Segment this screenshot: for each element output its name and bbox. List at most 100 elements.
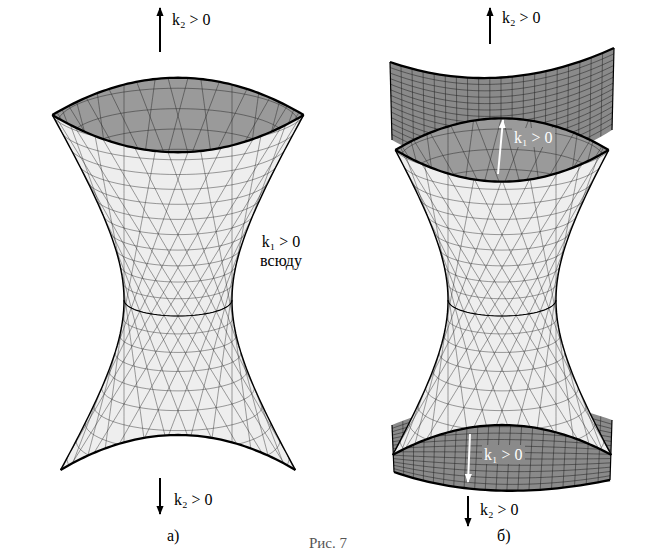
mesh-line xyxy=(352,484,653,529)
sheet-side xyxy=(390,62,392,140)
curvature-label: k₂ > 0 xyxy=(500,8,543,27)
mesh-line xyxy=(440,250,536,514)
mesh-line xyxy=(38,511,319,553)
mesh-line xyxy=(123,282,233,298)
mesh-line xyxy=(352,27,653,72)
mesh-line xyxy=(374,2,439,246)
mesh-line xyxy=(120,265,236,282)
mesh-line xyxy=(234,324,272,521)
mesh-line xyxy=(611,455,656,558)
mesh-line xyxy=(35,39,348,558)
mesh-line xyxy=(241,353,306,558)
mesh-line xyxy=(400,159,604,189)
panel-label: а) xyxy=(165,526,181,545)
mesh-line xyxy=(16,52,340,558)
mesh-line xyxy=(440,251,536,558)
mesh-line xyxy=(48,455,309,494)
mesh-line xyxy=(590,58,592,143)
mesh-line xyxy=(102,212,255,519)
mesh-line xyxy=(362,47,643,89)
mesh-line xyxy=(57,476,298,512)
mesh-line xyxy=(447,266,557,282)
sheet-side xyxy=(392,425,394,472)
mesh-line xyxy=(102,365,255,388)
mesh-line xyxy=(67,458,289,491)
mesh-line xyxy=(144,250,240,514)
mesh-line xyxy=(408,78,446,275)
mesh-line xyxy=(76,129,280,159)
mesh-line xyxy=(349,59,425,212)
mesh-line xyxy=(102,212,255,558)
mesh-line xyxy=(76,441,280,471)
mesh-line xyxy=(332,64,645,558)
mesh-line xyxy=(144,0,240,349)
mesh-line xyxy=(335,46,393,145)
mesh-line xyxy=(335,26,393,145)
mesh-line xyxy=(102,388,255,411)
mesh-line xyxy=(556,300,557,558)
mesh-line xyxy=(71,149,292,558)
mesh-line xyxy=(426,0,579,388)
mesh-line xyxy=(122,279,167,558)
mesh-line xyxy=(28,27,329,72)
mesh-line xyxy=(412,69,414,151)
mesh-line xyxy=(84,325,122,558)
mesh-line xyxy=(8,33,321,536)
mesh-line xyxy=(287,26,345,145)
mesh-line xyxy=(611,46,656,145)
mesh-line xyxy=(426,212,579,235)
mesh-line xyxy=(144,251,240,558)
mesh-line xyxy=(349,13,424,208)
mesh-line xyxy=(556,84,557,300)
mesh-line xyxy=(57,440,298,476)
mesh-line xyxy=(444,335,560,352)
mesh-line xyxy=(35,64,348,558)
mesh-line xyxy=(11,26,69,145)
mesh-line xyxy=(359,8,656,558)
mesh-line xyxy=(565,353,630,558)
mesh-line xyxy=(28,71,329,116)
mesh-line xyxy=(558,78,596,275)
mesh-line xyxy=(418,381,587,406)
rim-line xyxy=(61,435,296,470)
mesh-line xyxy=(94,169,263,194)
panel-label: б) xyxy=(495,526,512,545)
mesh-line xyxy=(123,318,233,334)
outer-surface xyxy=(393,150,612,455)
mesh-line xyxy=(122,0,167,321)
mesh-line xyxy=(359,33,656,536)
silhouette-line xyxy=(393,150,448,455)
mesh-line xyxy=(115,353,241,372)
mesh-line xyxy=(8,39,321,558)
mesh-line xyxy=(35,8,348,558)
waist-line xyxy=(124,300,232,316)
mesh-line xyxy=(426,189,579,212)
mesh-line xyxy=(389,149,610,558)
mesh-line xyxy=(558,324,596,521)
curvature-label: k₁ > 0 xyxy=(512,128,555,147)
mesh-line xyxy=(109,350,247,370)
mesh-line xyxy=(50,353,115,558)
mesh-line xyxy=(427,215,578,519)
mesh-line xyxy=(408,324,446,521)
silhouette-line xyxy=(556,150,611,455)
mesh-line xyxy=(418,406,587,431)
sheet-edge xyxy=(394,472,610,491)
mesh-line xyxy=(102,216,253,558)
hyperboloid-surface xyxy=(8,0,349,558)
mesh-line xyxy=(408,325,446,558)
mesh-line xyxy=(8,64,321,558)
normal-arrow xyxy=(489,8,491,44)
hyperboloid-surface xyxy=(332,0,656,558)
mesh-line xyxy=(395,149,616,558)
mesh-line xyxy=(332,8,645,558)
mesh-line xyxy=(433,230,571,250)
mesh-line xyxy=(611,26,656,145)
mesh-line xyxy=(84,78,122,275)
mesh-line xyxy=(444,265,560,282)
waist-line xyxy=(448,300,556,316)
outer-surface xyxy=(52,115,303,470)
mesh-line xyxy=(85,149,271,177)
mesh-line xyxy=(390,66,613,98)
